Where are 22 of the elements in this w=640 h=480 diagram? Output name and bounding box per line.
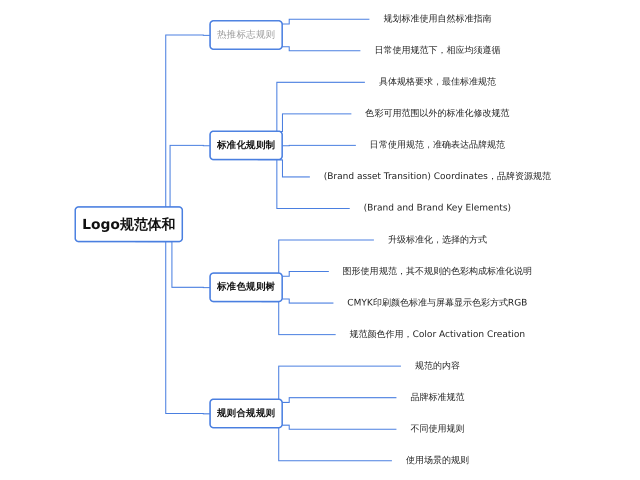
connector: [282, 144, 356, 146]
connector: [282, 424, 396, 430]
connector: [282, 18, 370, 24]
connector: [282, 397, 396, 403]
node-text: 日常使用规范下，相应均须遵循: [374, 45, 500, 56]
node-text: 规范颜色作用，Color Activation Creation: [350, 329, 526, 340]
connector: [282, 46, 360, 52]
node-text: 日常使用规范，准确表达品牌规范: [370, 140, 505, 150]
node-text: 升级标准化，选择的方式: [388, 234, 487, 246]
node-text: 规范的内容: [414, 360, 460, 372]
node-text: 具体规格要求，最佳标准规范: [378, 76, 496, 88]
node-text: 使用场景的规则: [406, 455, 469, 466]
node-text: (Brand and Brand Key Elements): [364, 203, 512, 214]
node-text: 图形使用规范，其不规则的色彩构成标准化说明: [342, 266, 532, 277]
node-text: (Brand asset Transition) Coordinates，品牌资源规范: [324, 172, 551, 182]
connector: [282, 271, 329, 277]
node-text: CMYK印刷颜色标准与屏幕显示色彩方式RGB: [347, 298, 528, 308]
node-text: 品牌标准规范: [410, 392, 464, 403]
node-text: 不同使用规则: [410, 424, 464, 434]
node-text: 规划标准使用自然标准指南: [383, 14, 492, 24]
connector: [282, 298, 334, 304]
node-text: 色彩可用范围以外的标准化修改规范: [365, 108, 510, 119]
